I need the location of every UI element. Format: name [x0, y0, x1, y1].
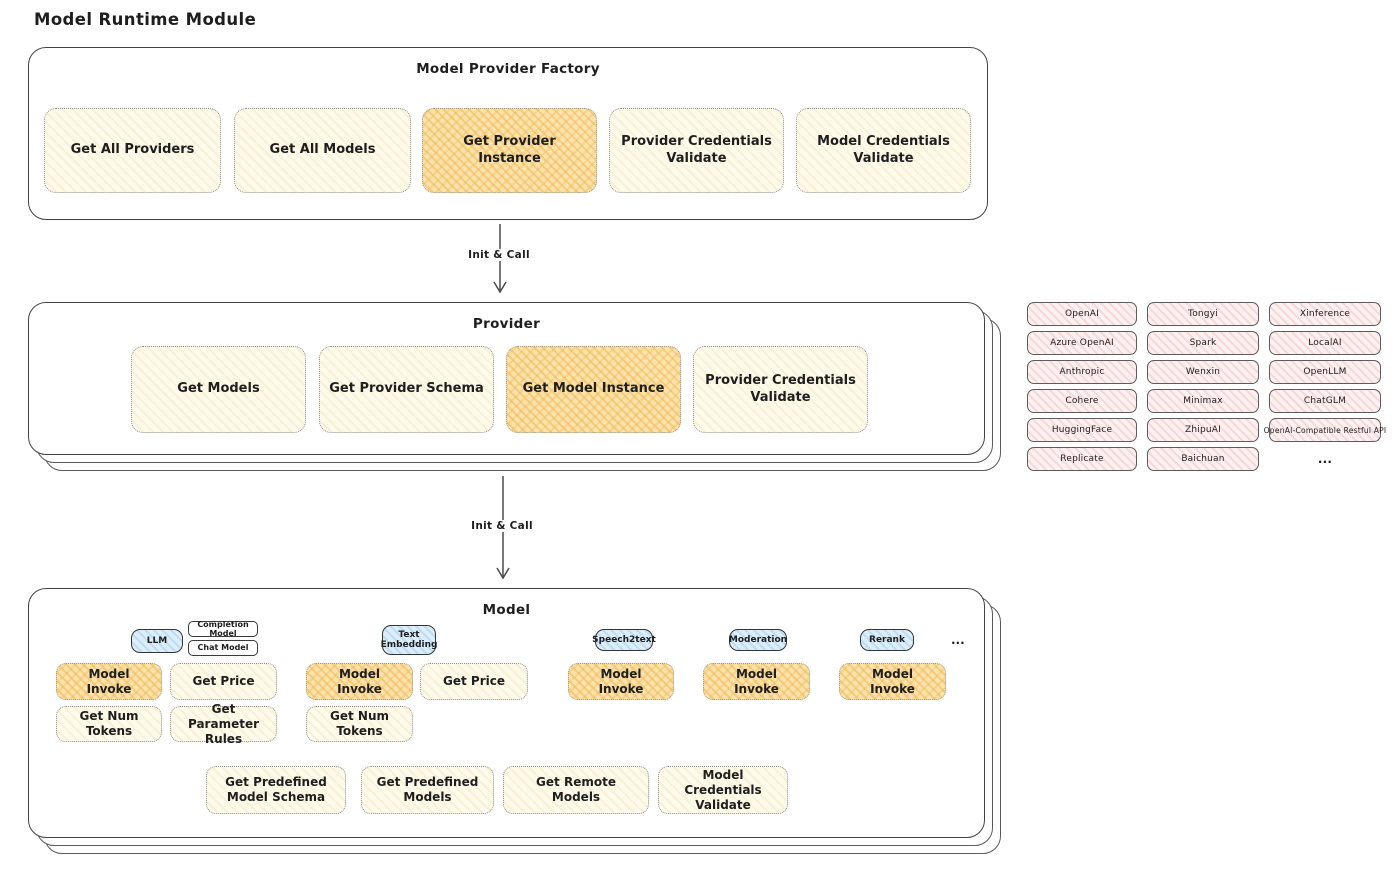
- llm-model-invoke-button: Model Invoke: [56, 663, 162, 700]
- provider-item-replicate: Replicate: [1027, 447, 1137, 471]
- get-predefined-models-button: Get Predefined Models: [361, 766, 494, 814]
- moderation-model-invoke-button: Model Invoke: [703, 663, 810, 700]
- provider-list-col2: Tongyi Spark Wenxin Minimax ZhipuAI Baic…: [1147, 302, 1259, 471]
- tag-speech2text: Speech2text: [592, 629, 656, 651]
- provider-get-model-instance-button: Get Model Instance: [506, 346, 681, 433]
- provider-item-openai-compatible-restful-api: OpenAI-Compatible Restful API: [1264, 418, 1386, 442]
- init-call-label-2: Init & Call: [452, 520, 552, 532]
- model-credentials-validate-button: Model Credentials Validate: [658, 766, 788, 814]
- provider-item-tongyi: Tongyi: [1147, 302, 1259, 326]
- llm-get-num-tokens-button: Get Num Tokens: [56, 706, 162, 742]
- text-embedding-model-invoke-button: Model Invoke: [306, 663, 413, 700]
- model-provider-factory-box: Model Provider Factory Get All Providers…: [28, 47, 988, 220]
- provider-list-more: ...: [1317, 452, 1333, 466]
- provider-item-cohere: Cohere: [1027, 389, 1137, 413]
- tag-text-embedding: Text Embedding: [381, 625, 437, 655]
- provider-title: Provider: [472, 316, 541, 332]
- model-title: Model: [482, 602, 531, 618]
- model-tags-more: ...: [951, 633, 965, 647]
- tag-moderation: Moderation: [729, 629, 787, 651]
- factory-get-provider-instance-button: Get Provider Instance: [422, 108, 597, 193]
- tag-llm: LLM: [131, 629, 183, 653]
- provider-list-col3: Xinference LocalAI OpenLLM ChatGLM OpenA…: [1264, 302, 1386, 471]
- tag-completion-model: Completion Model: [188, 620, 258, 638]
- text-embedding-get-num-tokens-button: Get Num Tokens: [306, 706, 413, 742]
- tag-rerank: Rerank: [860, 629, 914, 651]
- get-remote-models-button: Get Remote Models: [503, 766, 649, 814]
- provider-item-xinference: Xinference: [1269, 302, 1381, 326]
- provider-provider-credentials-validate-button: Provider Credentials Validate: [693, 346, 868, 433]
- text-embedding-get-price-button: Get Price: [420, 663, 528, 700]
- provider-item-anthropic: Anthropic: [1027, 360, 1137, 384]
- provider-get-provider-schema-button: Get Provider Schema: [319, 346, 494, 433]
- llm-get-price-button: Get Price: [170, 663, 277, 700]
- provider-stack: Provider Get Models Get Provider Schema …: [28, 302, 1001, 471]
- provider-item-azure-openai: Azure OpenAI: [1027, 331, 1137, 355]
- init-call-label-1: Init & Call: [449, 249, 549, 261]
- llm-get-parameter-rules-button: Get Parameter Rules: [170, 702, 277, 746]
- rerank-model-invoke-button: Model Invoke: [839, 663, 946, 700]
- provider-list: OpenAI Azure OpenAI Anthropic Cohere Hug…: [1027, 302, 1386, 471]
- provider-box: Provider Get Models Get Provider Schema …: [28, 302, 985, 455]
- provider-item-localai: LocalAI: [1269, 331, 1381, 355]
- provider-item-minimax: Minimax: [1147, 389, 1259, 413]
- provider-item-openai: OpenAI: [1027, 302, 1137, 326]
- arrow-factory-to-provider: [493, 224, 507, 294]
- factory-get-all-models-button: Get All Models: [234, 108, 411, 193]
- provider-item-zhipuai: ZhipuAI: [1147, 418, 1259, 442]
- model-stack: Model LLM Completion Model Chat Model Te…: [28, 588, 1001, 854]
- page-title: Model Runtime Module: [34, 10, 257, 29]
- get-predefined-model-schema-button: Get Predefined Model Schema: [206, 766, 346, 814]
- factory-provider-credentials-validate-button: Provider Credentials Validate: [609, 108, 784, 193]
- provider-list-col1: OpenAI Azure OpenAI Anthropic Cohere Hug…: [1027, 302, 1137, 471]
- factory-get-all-providers-button: Get All Providers: [44, 108, 221, 193]
- model-box: Model LLM Completion Model Chat Model Te…: [28, 588, 985, 838]
- provider-item-chatglm: ChatGLM: [1269, 389, 1381, 413]
- provider-item-spark: Spark: [1147, 331, 1259, 355]
- provider-item-wenxin: Wenxin: [1147, 360, 1259, 384]
- provider-item-openllm: OpenLLM: [1269, 360, 1381, 384]
- provider-item-huggingface: HuggingFace: [1027, 418, 1137, 442]
- provider-get-models-button: Get Models: [131, 346, 306, 433]
- tag-chat-model: Chat Model: [188, 640, 258, 656]
- provider-item-baichuan: Baichuan: [1147, 447, 1259, 471]
- speech2text-model-invoke-button: Model Invoke: [568, 663, 674, 700]
- factory-model-credentials-validate-button: Model Credentials Validate: [796, 108, 971, 193]
- model-provider-factory-title: Model Provider Factory: [416, 61, 600, 77]
